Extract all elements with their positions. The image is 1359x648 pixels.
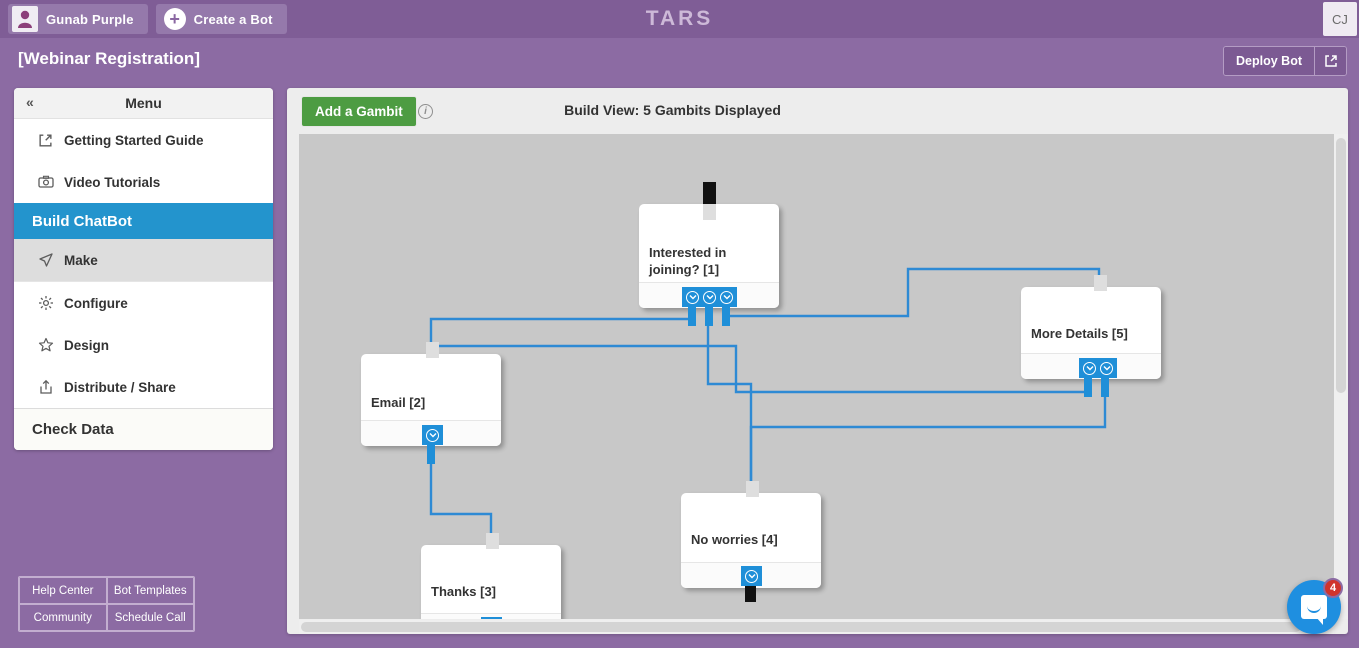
flow-node-footer [421,613,561,619]
user-avatar-icon [12,6,38,32]
scrollbar-thumb[interactable] [301,622,1301,632]
plus-circle-icon: + [163,8,186,30]
paper-plane-icon [38,252,64,268]
user-initials-chip[interactable]: CJ [1323,2,1357,36]
flow-node-title: More Details [5] [1031,326,1128,341]
menu-header: « Menu [14,88,273,119]
flow-node-title: No worries [4] [691,532,778,547]
flow-node-ports[interactable] [481,617,502,619]
footer-link-bot-templates[interactable]: Bot Templates [106,577,194,604]
chevron-down-circle-icon[interactable] [743,566,760,586]
sidebar-section-label: Check Data [32,421,114,438]
node-top-tab-light [703,204,716,220]
intercom-unread-badge: 4 [1323,578,1343,598]
flow-node-3[interactable]: Thanks [3] [421,545,561,619]
canvas-horizontal-scrollbar[interactable] [299,620,1334,634]
main-panel: Add a Gambit i Build View: 5 Gambits Dis… [287,88,1348,634]
chevron-down-circle-icon[interactable] [684,287,701,307]
create-bot-label: Create a Bot [193,11,273,27]
account-button[interactable]: Gunab Purple [8,4,148,34]
sidebar-item-label: Getting Started Guide [64,132,204,148]
scrollbar-thumb[interactable] [1336,138,1346,393]
sidebar-item-label: Video Tutorials [64,174,161,190]
deploy-bot-group: Deploy Bot [1223,46,1347,76]
node-top-tab-light [486,533,499,549]
flow-node-5[interactable]: More Details [5] [1021,287,1161,379]
brand-text: TARS [645,7,714,30]
flow-node-ports[interactable] [422,425,443,445]
chevron-down-circle-icon[interactable] [1081,358,1098,378]
chevron-down-circle-icon[interactable] [718,287,735,307]
flow-node-title: Email [2] [371,395,426,410]
sidebar-item-label: Make [64,252,98,268]
build-view-label: Build View: 5 Gambits Displayed [564,102,781,118]
flow-node-ports[interactable] [682,287,737,307]
create-bot-button[interactable]: + Create a Bot [155,4,287,34]
flow-node-title: Interested in joining? [1] [649,245,727,277]
chevron-down-circle-icon[interactable] [424,425,441,445]
footer-link-help-center[interactable]: Help Center [19,577,107,604]
smile-icon [1307,606,1321,613]
chat-bubble-icon [1301,595,1327,625]
chevron-down-circle-icon[interactable] [701,287,718,307]
node-port-stub [722,304,730,326]
node-port-stub [1101,375,1109,397]
node-port-stub [688,304,696,326]
sidebar-item-label: Distribute / Share [64,379,176,395]
sidebar-section-check-data[interactable]: Check Data [14,408,273,450]
flow-canvas[interactable]: Interested in joining? [1] Email [2] [299,134,1334,619]
footer-link-community[interactable]: Community [19,604,107,631]
node-top-tab-light [426,342,439,358]
sidebar-item-video-tutorials[interactable]: Video Tutorials [14,161,273,203]
sidebar-item-label: Design [64,337,110,353]
page-header: [Webinar Registration] Deploy Bot [0,38,1359,85]
sidebar-item-make[interactable]: Make [14,239,273,281]
sidebar-divider [14,281,273,282]
page-title: [Webinar Registration] [18,49,200,68]
intercom-chat-button[interactable]: 4 [1287,578,1343,634]
chevron-down-circle-icon[interactable] [1098,358,1115,378]
flow-node-ports[interactable] [741,566,762,586]
node-port-stub [745,584,756,602]
footer-link-grid: Help Center Bot Templates Community Sche… [18,576,195,632]
sidebar-item-distribute-share[interactable]: Distribute / Share [14,366,273,408]
flow-node-title: Thanks [3] [431,584,497,599]
share-upload-icon [38,379,64,395]
footer-link-schedule-call[interactable]: Schedule Call [106,604,194,631]
top-bar: Gunab Purple + Create a Bot TARS CJ [0,0,1359,38]
deploy-bot-button[interactable]: Deploy Bot [1224,47,1314,75]
gear-icon [38,295,64,311]
sidebar-item-getting-started-guide[interactable]: Getting Started Guide [14,119,273,161]
add-gambit-button[interactable]: Add a Gambit [301,96,417,127]
flow-node-ports[interactable] [1079,358,1117,378]
chevron-down-circle-icon[interactable] [483,617,500,619]
node-top-tab-light [746,481,759,497]
user-initials: CJ [1332,11,1348,27]
node-port-stub [427,442,435,464]
menu-title: Menu [125,95,162,111]
node-port-stub [1084,375,1092,397]
sidebar-section-build-chatbot[interactable]: Build ChatBot [14,203,273,239]
sidebar-section-label: Build ChatBot [32,212,132,230]
camera-icon [38,175,64,189]
sidebar-item-design[interactable]: Design [14,324,273,366]
chevron-double-left-icon[interactable]: « [26,94,34,110]
sidebar-item-configure[interactable]: Configure [14,282,273,324]
sidebar: « Menu Getting Started Guide Video Tutor… [14,88,273,450]
account-button-label: Gunab Purple [46,11,134,27]
node-top-tab-light [1094,275,1107,291]
sidebar-item-label: Configure [64,295,128,311]
external-link-icon[interactable] [1314,47,1346,75]
node-top-tab [703,182,716,204]
node-port-stub [705,304,713,326]
info-circle-icon[interactable]: i [418,104,433,119]
star-icon [38,337,64,353]
external-link-icon [38,133,64,148]
canvas-vertical-scrollbar[interactable] [1334,134,1348,619]
